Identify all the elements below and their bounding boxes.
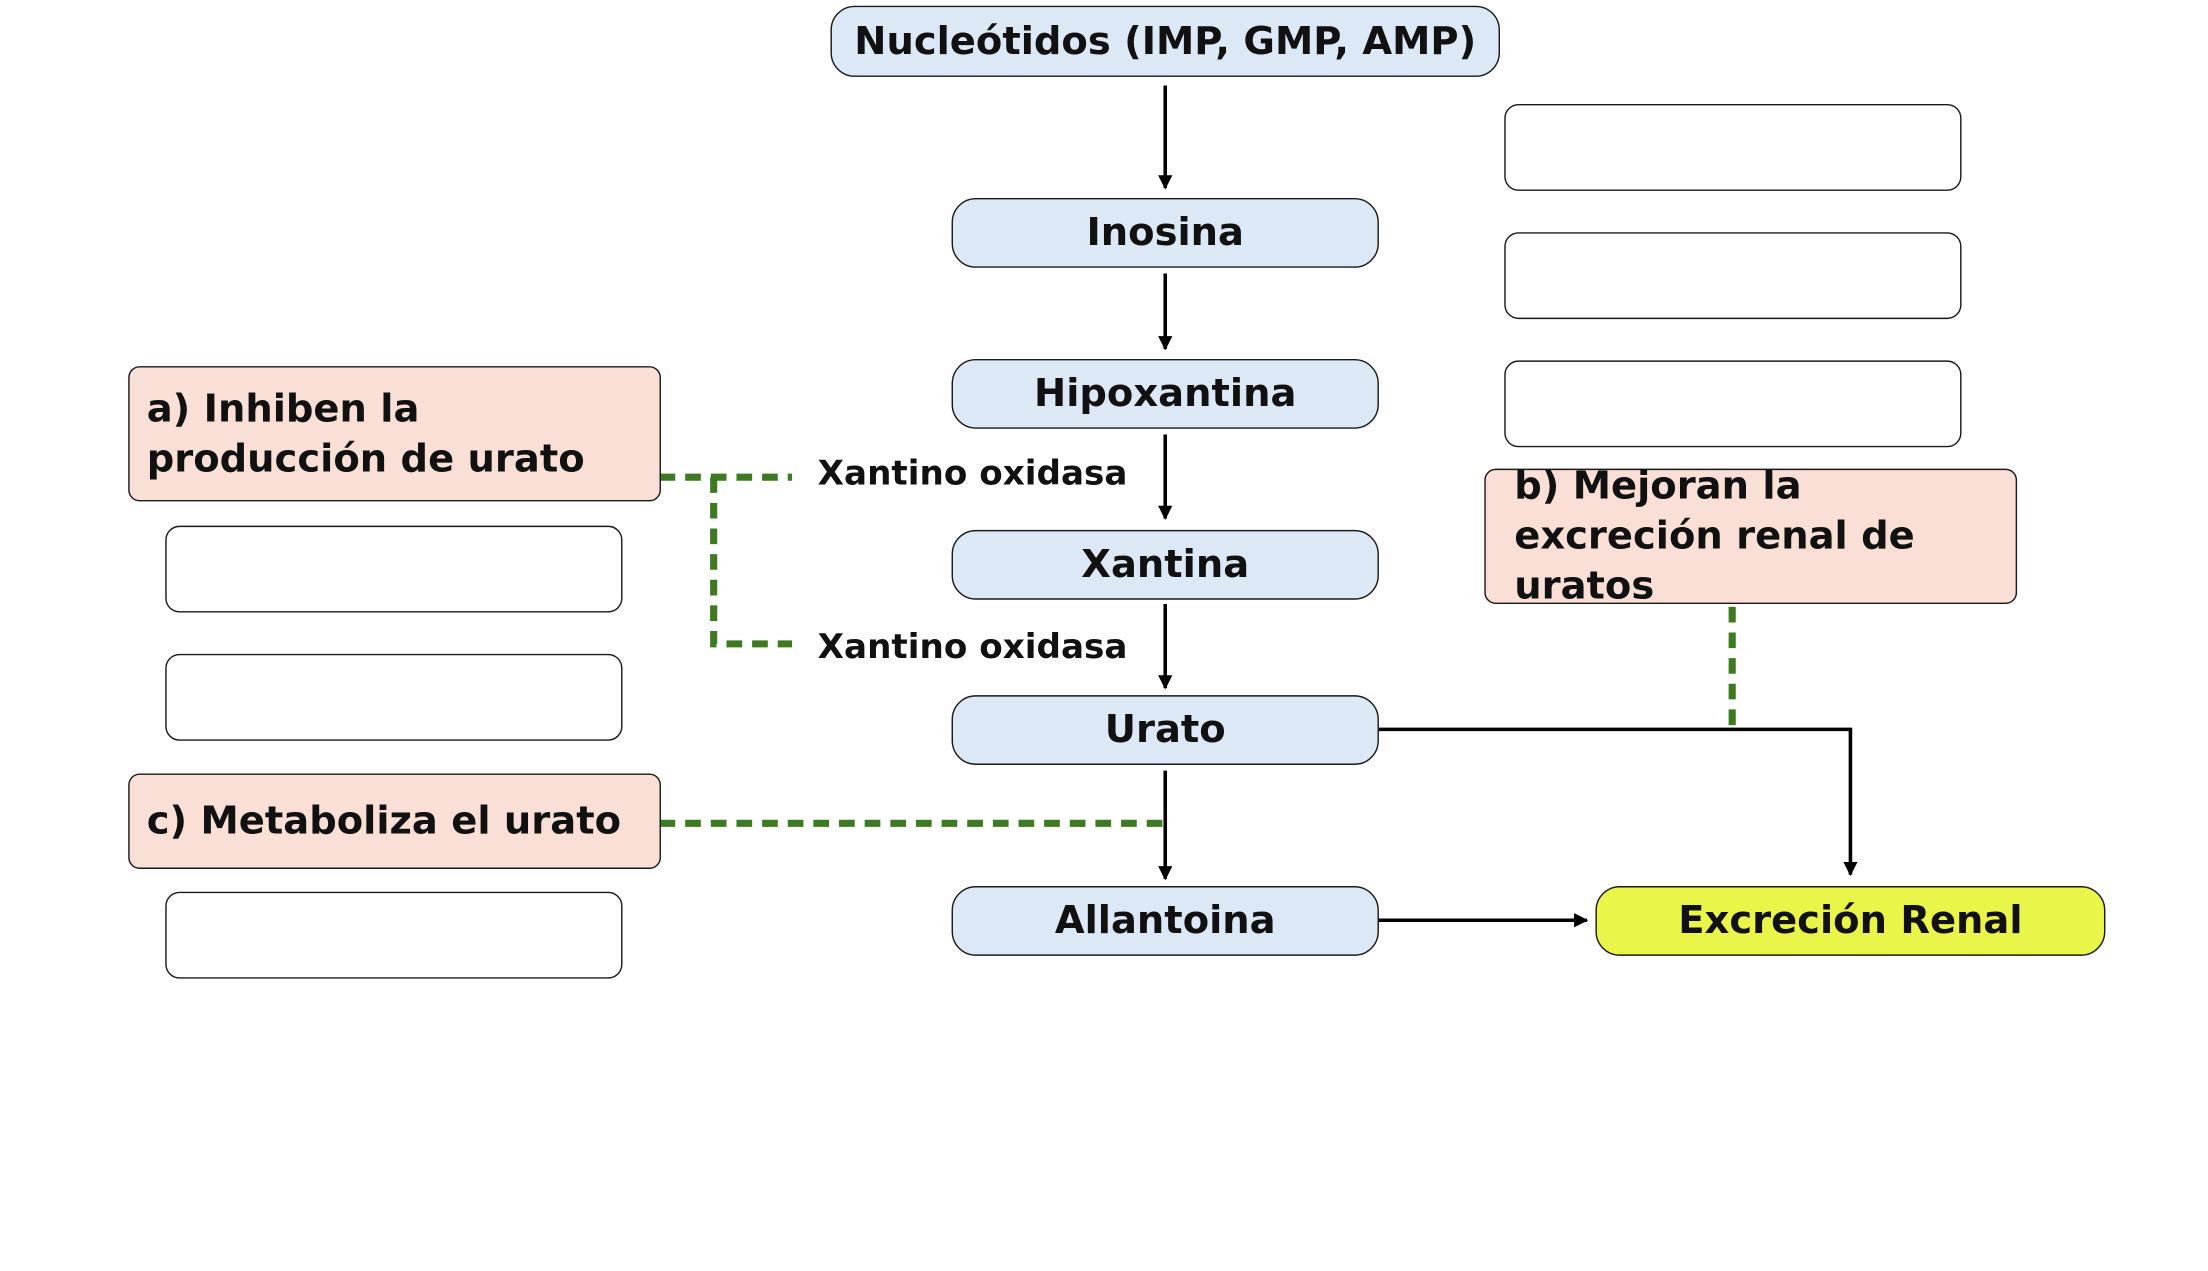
enzyme-label-xanthine-oxidase-2: Xantino oxidasa xyxy=(817,626,1128,667)
blank-slot-b-2[interactable] xyxy=(1504,232,1962,320)
blank-slot-b-3[interactable] xyxy=(1504,360,1962,448)
category-c-urate-metabolizers: c) Metaboliza el urato xyxy=(128,773,661,869)
node-allantoin: Allantoina xyxy=(951,886,1379,956)
node-inosine: Inosina xyxy=(951,198,1379,268)
enzyme-label-xanthine-oxidase-1: Xantino oxidasa xyxy=(817,452,1128,493)
blank-slot-c-1[interactable] xyxy=(165,891,623,979)
blank-slot-a-2[interactable] xyxy=(165,653,623,741)
node-nucleotides: Nucleótidos (IMP, GMP, AMP) xyxy=(830,5,1500,77)
blank-slot-b-1[interactable] xyxy=(1504,103,1962,191)
category-a-urate-production-inhibitors: a) Inhiben la producción de urato xyxy=(128,366,661,502)
node-xanthine: Xantina xyxy=(951,529,1379,600)
node-hypoxanthine: Hipoxantina xyxy=(951,358,1379,429)
node-urate: Urato xyxy=(951,695,1379,765)
node-renal-excretion: Excreción Renal xyxy=(1595,886,2106,956)
dashed-link-a-to-xanthine-oxidase xyxy=(659,473,793,648)
arrow-urate-to-excretion xyxy=(1378,727,1858,877)
category-b-renal-excretion-enhancers: b) Mejoran la excreción renal de uratos xyxy=(1484,464,2018,608)
blank-slot-a-1[interactable] xyxy=(165,525,623,613)
